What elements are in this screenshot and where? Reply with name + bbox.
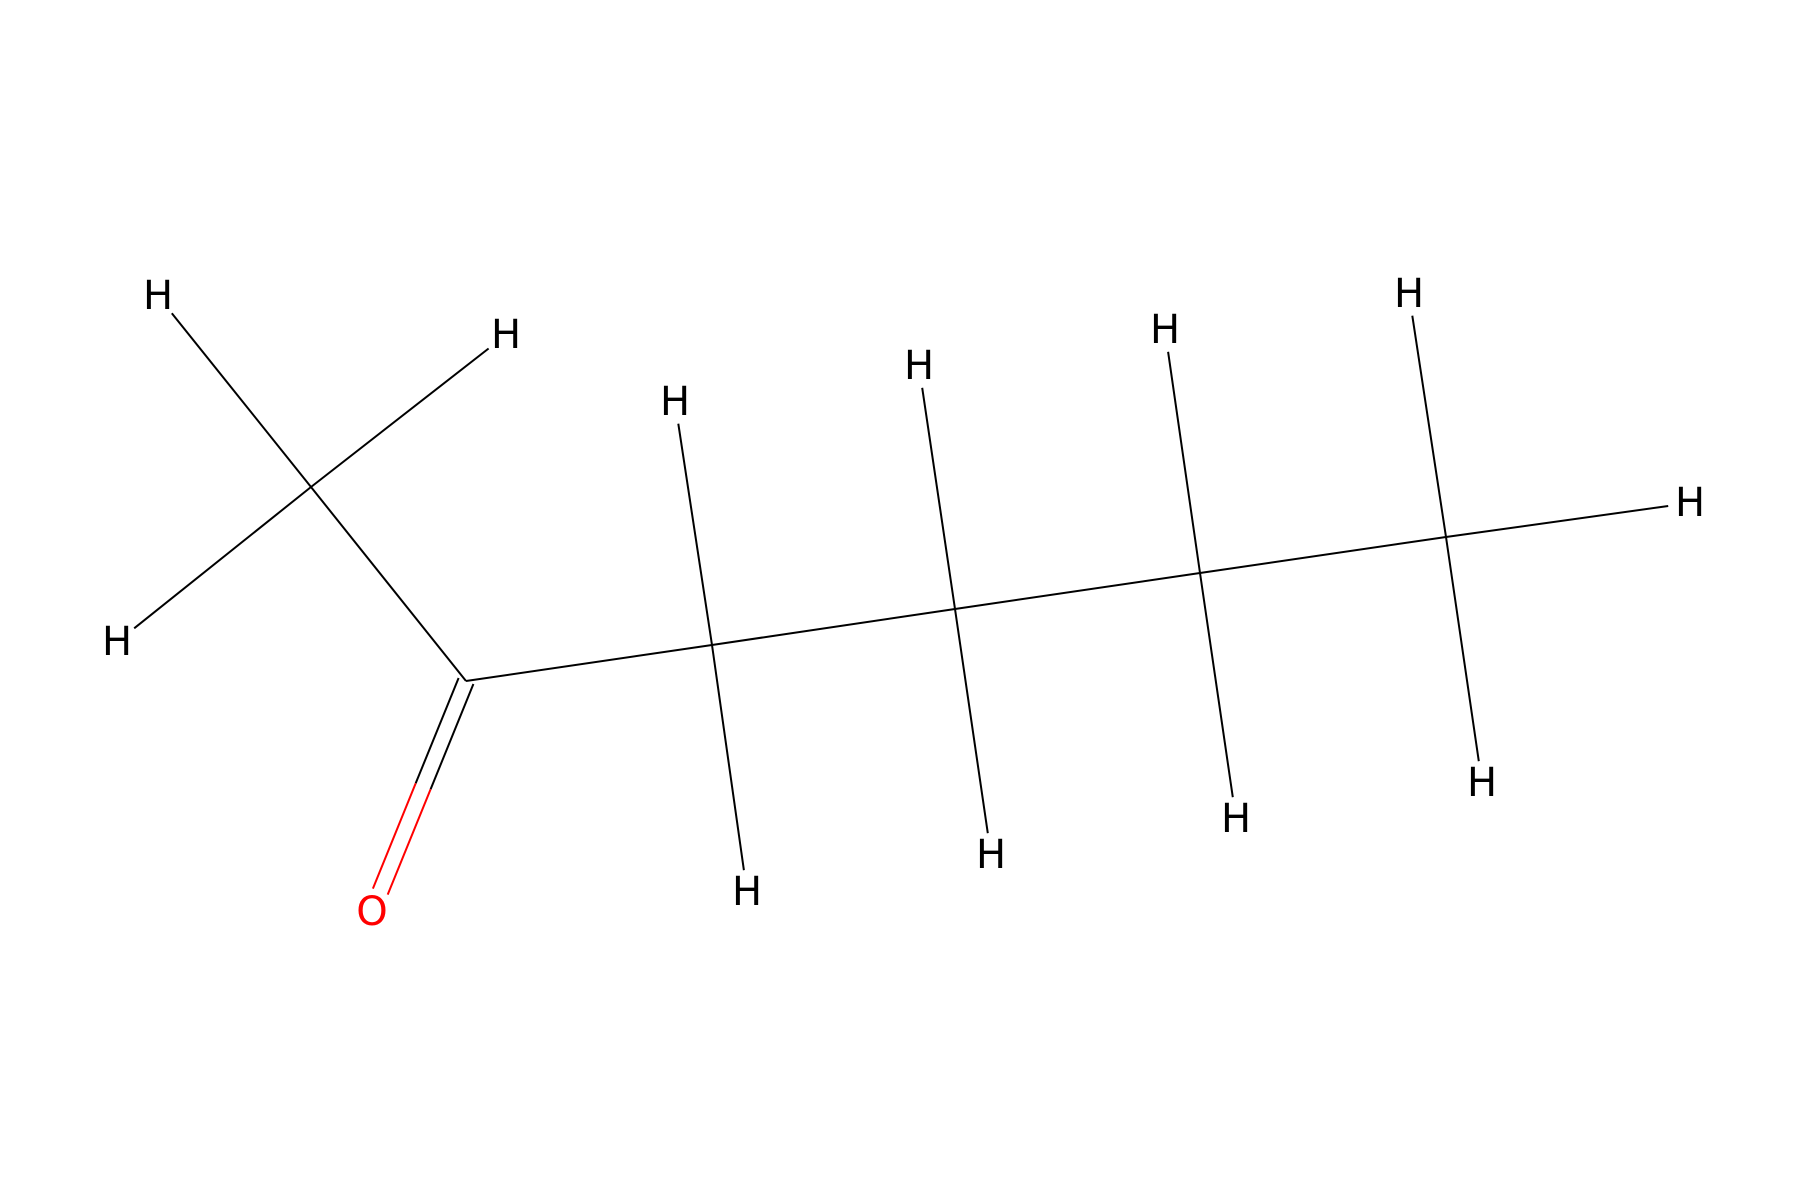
bond-c1-h3	[133, 486, 312, 630]
atom-label-layer: O H H H H H H H H H H H H	[102, 271, 1705, 935]
atom-label-h8: H	[1150, 307, 1180, 353]
atom-label-h11: H	[1675, 480, 1705, 526]
atom-label-h9: H	[1221, 796, 1251, 842]
atom-label-o1: O	[356, 889, 387, 935]
bond-c5-c6	[1199, 536, 1447, 574]
bond-c3-h5	[711, 644, 745, 871]
bond-c4-h6	[921, 387, 956, 610]
atom-label-h2: H	[491, 312, 521, 358]
bond-c3-c4	[711, 608, 956, 646]
bond-c6-h11	[1445, 505, 1669, 538]
bond-c2-o1-line-2-half-b	[386, 788, 432, 895]
bond-c6-h12	[1445, 536, 1480, 762]
bond-c1-h2	[310, 347, 490, 488]
bond-c5-h8	[1167, 351, 1201, 574]
atom-label-h10: H	[1394, 271, 1424, 317]
bond-c6-h10	[1411, 315, 1447, 538]
atom-label-h12: H	[1467, 760, 1497, 806]
bond-c5-h9	[1199, 572, 1234, 798]
atom-label-h6: H	[904, 343, 934, 389]
bond-layer	[133, 312, 1669, 895]
atom-label-h4: H	[660, 379, 690, 425]
atom-label-h7: H	[976, 832, 1006, 878]
bond-c2-o1-line-2-half-a	[429, 683, 475, 790]
bond-c3-h4	[677, 423, 713, 646]
atom-label-h5: H	[732, 869, 762, 915]
bond-c2-o1-line-1-half-a	[414, 677, 460, 784]
bond-c4-c5	[954, 572, 1201, 610]
bond-c1-h1	[171, 312, 312, 488]
atom-label-h3: H	[102, 619, 132, 665]
bond-c2-c3	[465, 644, 713, 682]
bond-c1-c2	[310, 486, 467, 682]
bond-c4-h7	[954, 608, 989, 834]
atom-label-h1: H	[143, 273, 173, 319]
bond-c2-o1-line-1-half-b	[371, 782, 417, 889]
